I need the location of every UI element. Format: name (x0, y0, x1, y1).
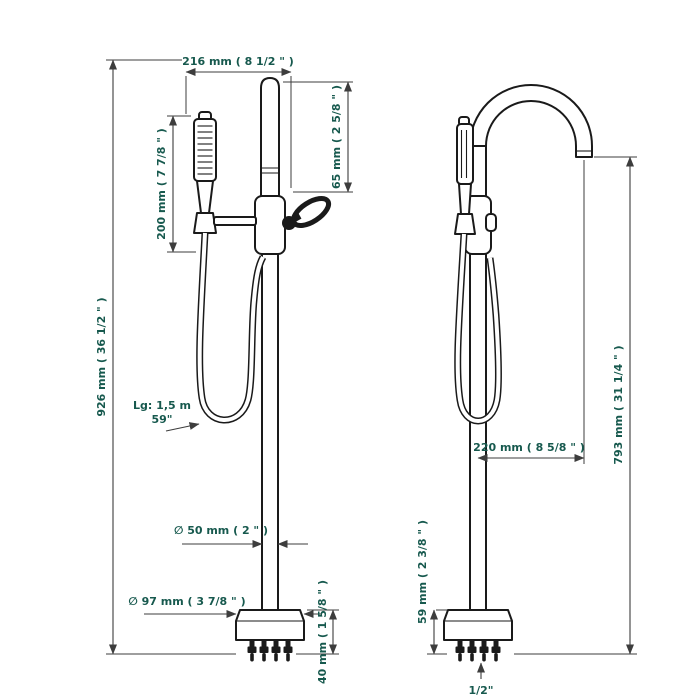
dimension-lines (109, 59, 634, 679)
hose-length-label-line1: Lg: 1,5 m (133, 399, 191, 412)
handshower-grip (196, 180, 214, 214)
dim-926-label: 926 mm ( 36 1/2 " ) (95, 297, 108, 416)
holder-arm (213, 216, 257, 226)
handle-loop (290, 196, 332, 228)
side-handshower-head (456, 123, 474, 185)
side-handshower-holder (454, 213, 476, 235)
side-supply-fittings (455, 640, 501, 662)
side-hose (454, 233, 503, 425)
front-supply-fittings (247, 640, 293, 662)
hose-length-label-line2: 59" (151, 413, 172, 426)
dim-59-label: 59 mm ( 2 3/8 " ) (416, 520, 429, 624)
hose-leader-arrow (165, 422, 200, 432)
side-gooseneck-spout (469, 84, 593, 158)
front-mixer-handle (282, 196, 332, 230)
front-view (193, 77, 332, 662)
side-handshower-grip (458, 183, 472, 215)
side-handle-nub (485, 213, 497, 232)
dim-200-label: 200 mm ( 7 7/8 " ) (155, 128, 168, 240)
dim-220-label: 220 mm ( 8 5/8 " ) (473, 441, 585, 454)
side-view (443, 84, 593, 662)
connection-size-label: 1/2" (468, 684, 493, 697)
handshower-slats (197, 125, 213, 175)
handshower-holder (193, 212, 217, 234)
dim-793-label: 793 mm ( 31 1/4 " ) (612, 345, 625, 464)
front-spout-pipe (260, 77, 280, 199)
front-valve-body (254, 195, 286, 255)
front-riser-column (261, 253, 279, 611)
extension-lines (106, 59, 637, 655)
dim-d50-label: ∅ 50 mm ( 2 " ) (174, 524, 268, 537)
front-hose (196, 232, 267, 424)
dim-d97-label: ∅ 97 mm ( 3 7/8 " ) (128, 595, 245, 608)
front-hand-shower (193, 111, 257, 234)
dimension-labels: 216 mm ( 8 1/2 " ) 65 mm ( 2 5/8 " ) 200… (95, 55, 625, 697)
front-base (235, 609, 305, 641)
dim-40-label: 40 mm ( 1 5/8 " ) (316, 580, 329, 684)
side-base (443, 609, 513, 641)
side-hand-shower (454, 116, 476, 235)
dim-216-label: 216 mm ( 8 1/2 " ) (182, 55, 294, 68)
dim-65-label: 65 mm ( 2 5/8 " ) (330, 85, 343, 189)
